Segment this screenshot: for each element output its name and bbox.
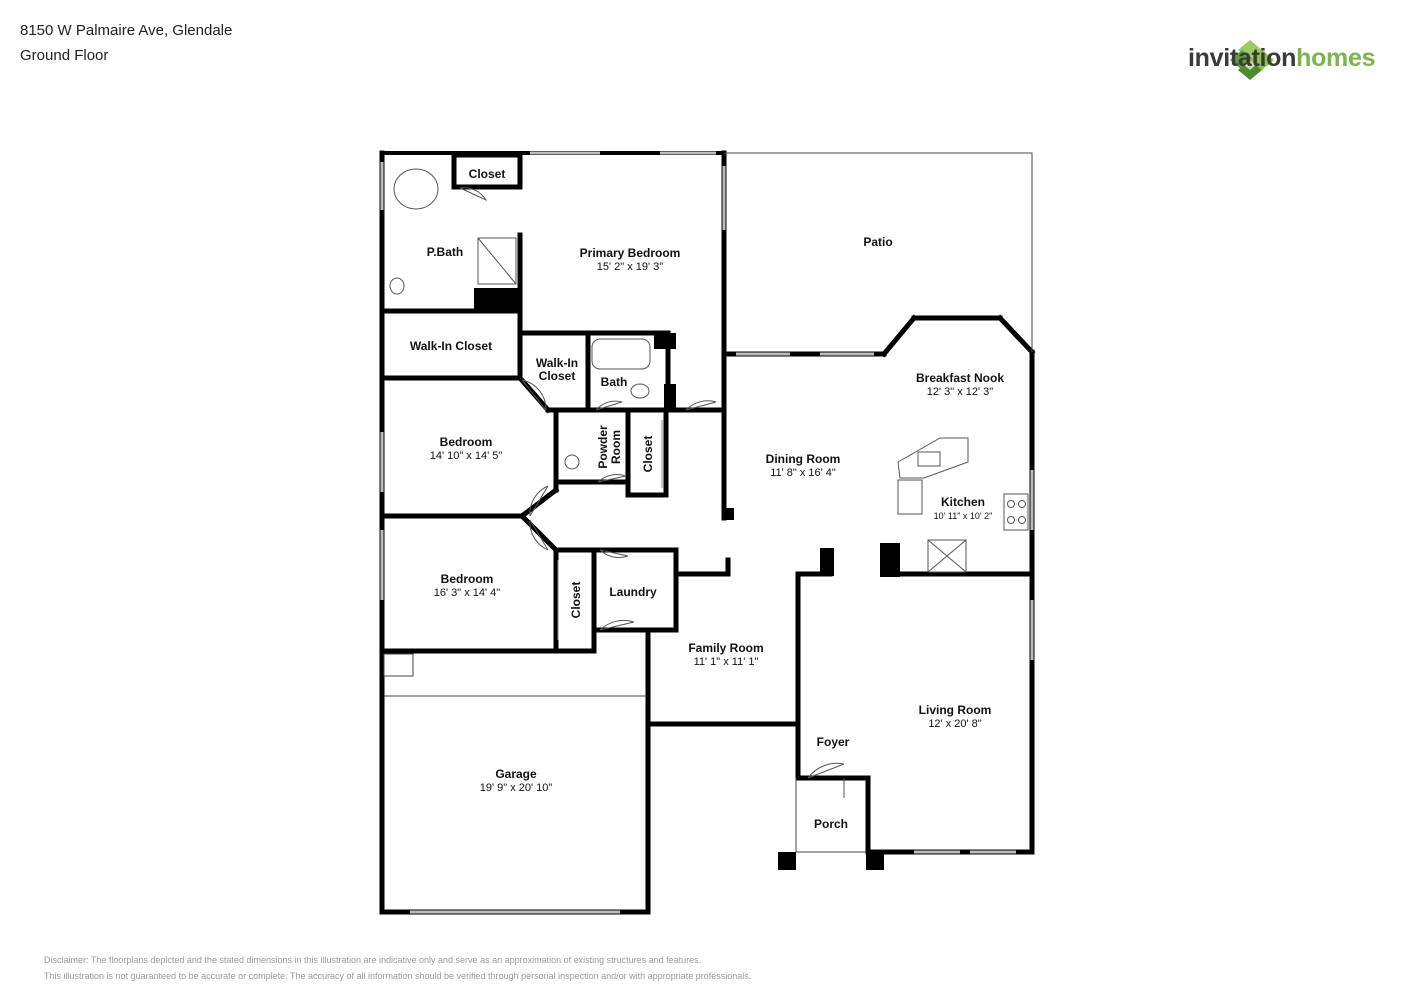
dims-dining-room: 11' 8" x 16' 4"	[770, 467, 836, 479]
invitation-homes-logo-icon	[1230, 40, 1274, 80]
tub-icon	[591, 338, 651, 370]
disclaimer-line-2: This illustration is not guaranteed to b…	[44, 971, 752, 981]
door-swing-hall	[685, 400, 717, 411]
dims-living-room: 12' x 20' 8"	[928, 718, 981, 730]
doors	[459, 187, 845, 798]
dims-bedroom-2: 16' 3" x 14' 4"	[434, 587, 501, 599]
kitchen-counter-icon	[897, 437, 969, 479]
label-kitchen: Kitchen	[941, 495, 985, 509]
label-walkin-closet-2-line2: Closet	[539, 369, 576, 383]
disclaimer-line-1: Disclaimer: The floorplans depicted and …	[44, 955, 702, 965]
label-patio: Patio	[863, 235, 892, 249]
brand-word-2: homes	[1296, 44, 1376, 72]
label-walkin-closet-1: Walk-In Closet	[410, 339, 492, 353]
label-closet-top: Closet	[469, 167, 506, 181]
door-swing-front	[807, 762, 845, 779]
label-bedroom-2: Bedroom	[441, 572, 494, 586]
label-porch: Porch	[814, 817, 848, 831]
label-powder-room-line1: Powder	[596, 425, 610, 469]
stove-icon	[1003, 493, 1029, 531]
counter-icon	[897, 479, 923, 515]
door-swing-walkin	[521, 379, 547, 411]
brand-wordmark: invitationhomes	[1188, 44, 1376, 73]
label-laundry: Laundry	[609, 585, 657, 599]
label-primary-bedroom: Primary Bedroom	[580, 246, 681, 260]
label-dining-room: Dining Room	[766, 452, 841, 466]
label-closet-bed2: Closet	[569, 582, 583, 619]
dims-breakfast-nook: 12' 3" x 12' 3"	[927, 386, 994, 398]
label-powder-room-line2: Room	[609, 430, 623, 464]
sink-icon	[389, 277, 405, 295]
brand-word-1: invitation	[1188, 44, 1297, 72]
walls	[379, 150, 1036, 915]
bathtub-icon	[393, 168, 439, 210]
dims-primary-bedroom: 15' 2" x 19' 3"	[597, 261, 664, 273]
door-swing-bedroom1	[529, 485, 549, 517]
dims-garage: 19' 9" x 20' 10"	[480, 782, 553, 794]
label-family-room: Family Room	[688, 641, 763, 655]
door-swing-laundry	[599, 549, 629, 558]
label-bath: Bath	[601, 375, 628, 389]
dims-bedroom-1: 14' 10" x 14' 5"	[430, 450, 503, 462]
pillars	[474, 288, 900, 870]
door-swing-powder	[597, 474, 627, 483]
logo-diamond-center	[1244, 60, 1256, 70]
property-address: 8150 W Palmaire Ave, Glendale	[20, 22, 233, 39]
room-labels: Closet P.Bath Primary Bedroom 15' 2" x 1…	[410, 167, 1004, 831]
thin-lines	[380, 151, 1034, 914]
toilet-icon	[630, 383, 650, 399]
door-swing-bath	[595, 400, 623, 411]
door-swing-closet	[459, 187, 488, 202]
label-bedroom-1: Bedroom	[440, 435, 493, 449]
kitchen-sink-icon	[917, 451, 941, 467]
label-garage: Garage	[495, 767, 537, 781]
dims-family-room: 11' 1" x 11' 1"	[694, 656, 759, 668]
floor-label: Ground Floor	[20, 47, 109, 64]
label-living-room: Living Room	[919, 703, 992, 717]
label-walkin-closet-2-line1: Walk-In	[536, 356, 578, 370]
door-swing-laundry-2	[599, 619, 635, 631]
label-breakfast-nook: Breakfast Nook	[916, 371, 1004, 385]
door-swing-bedroom2	[529, 519, 549, 551]
label-closet-hall: Closet	[641, 436, 655, 473]
fridge-icon	[927, 539, 967, 573]
shower-icon	[477, 237, 517, 285]
sink-icon-powder	[564, 454, 580, 470]
dims-kitchen: 10' 11" x 10' 2"	[934, 511, 993, 521]
label-pbath: P.Bath	[427, 245, 463, 259]
label-foyer: Foyer	[817, 735, 850, 749]
fixtures	[389, 168, 1029, 573]
